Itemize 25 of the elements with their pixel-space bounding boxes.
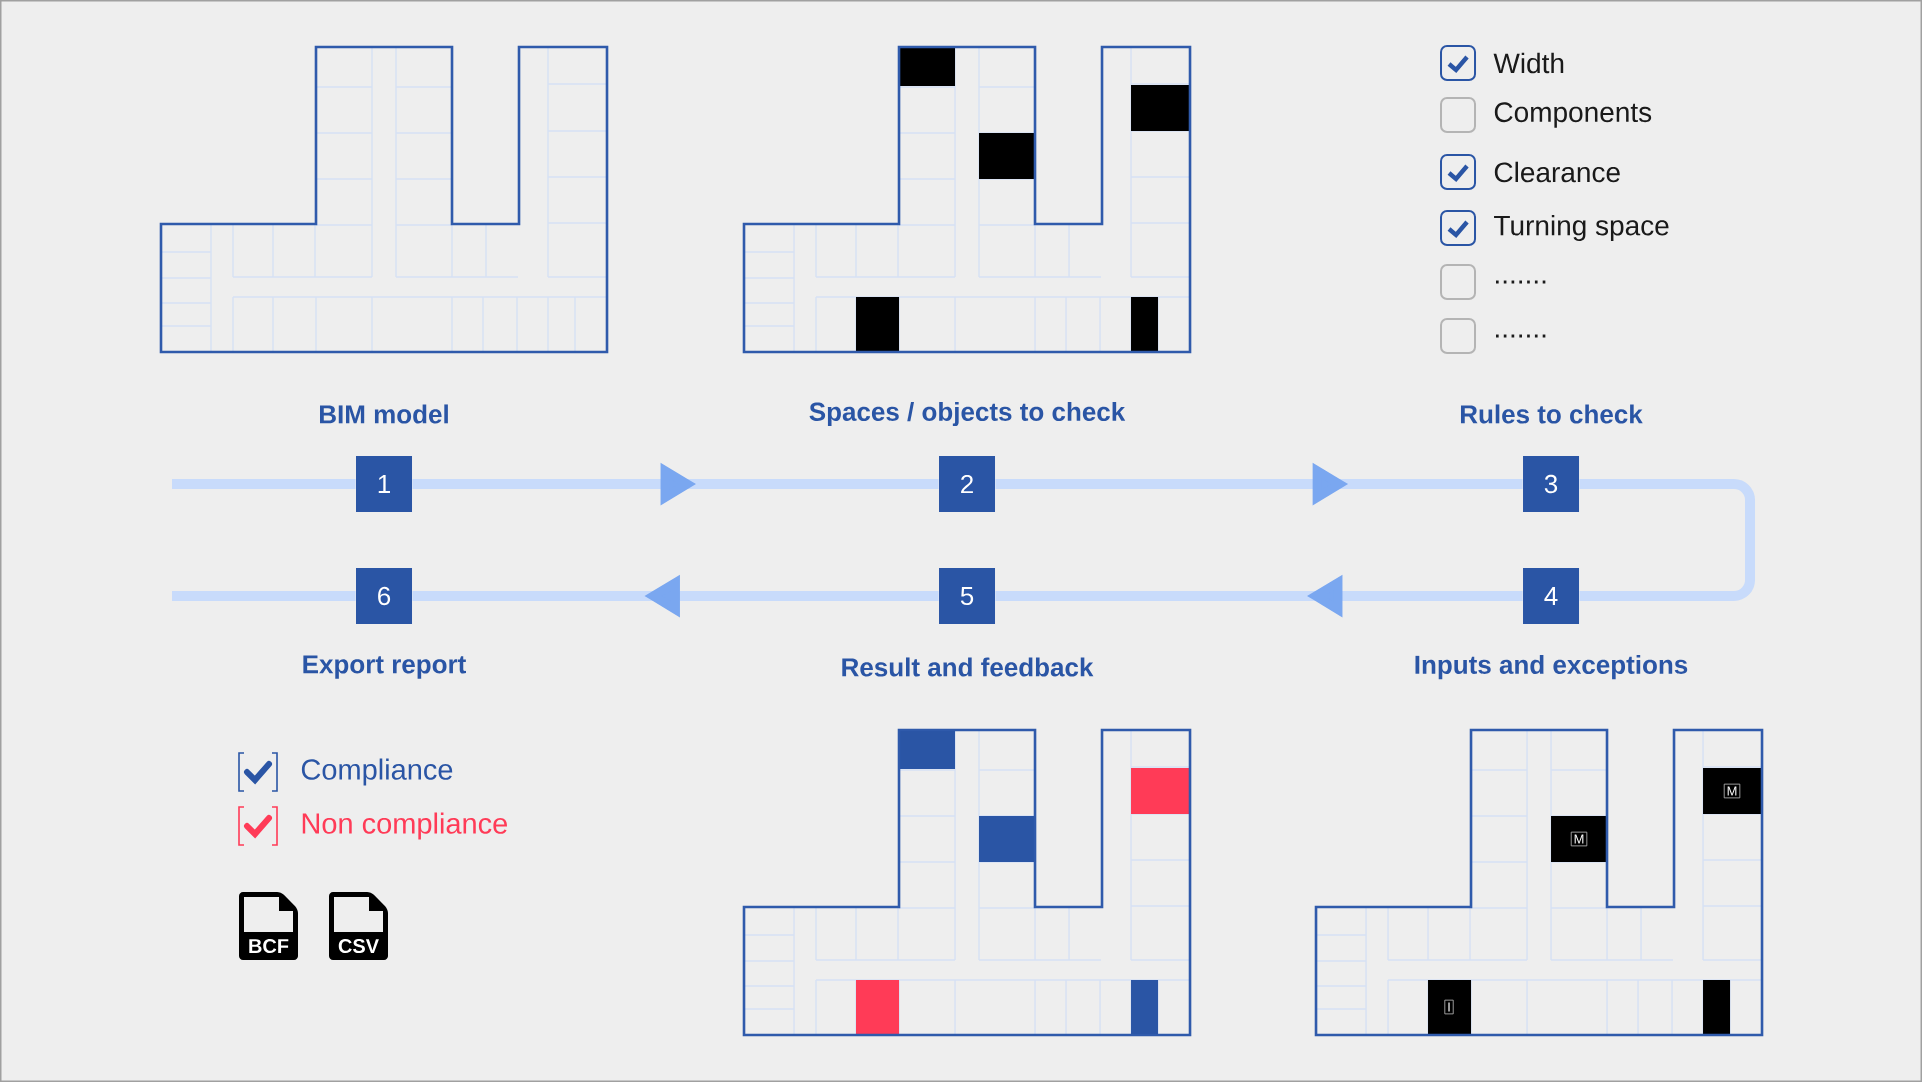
file-type-label: BCF xyxy=(249,938,289,954)
step-box: 4 xyxy=(1523,568,1579,624)
step-box: 3 xyxy=(1523,456,1579,512)
step-title: Result and feedback xyxy=(842,657,1094,677)
step-title: Inputs and exceptions xyxy=(1415,654,1688,680)
room-tag: M xyxy=(1723,783,1741,799)
option-label: ....... xyxy=(1496,280,1546,284)
option-label: Components xyxy=(1494,102,1652,128)
step-box: 2 xyxy=(939,456,995,512)
step-title: Export report xyxy=(303,655,466,679)
step-title: BIM model xyxy=(320,404,448,424)
file-type-label: CSV xyxy=(338,938,379,954)
step-box: 1 xyxy=(356,456,412,512)
option-label: Clearance xyxy=(1494,161,1620,183)
option-label: ....... xyxy=(1496,334,1546,338)
step-box: 5 xyxy=(939,568,995,624)
room-tag: I xyxy=(1444,999,1454,1015)
step-title: Rules to check xyxy=(1461,404,1643,424)
option-label: Turning space xyxy=(1494,214,1669,242)
room-tag: M xyxy=(1570,831,1588,847)
step-box: 6 xyxy=(356,568,412,624)
legend-label: Non compliance xyxy=(302,812,507,840)
step-title: Spaces / objects to check xyxy=(809,401,1126,427)
option-label: Width xyxy=(1493,52,1564,74)
legend-label: Compliance xyxy=(301,758,453,786)
